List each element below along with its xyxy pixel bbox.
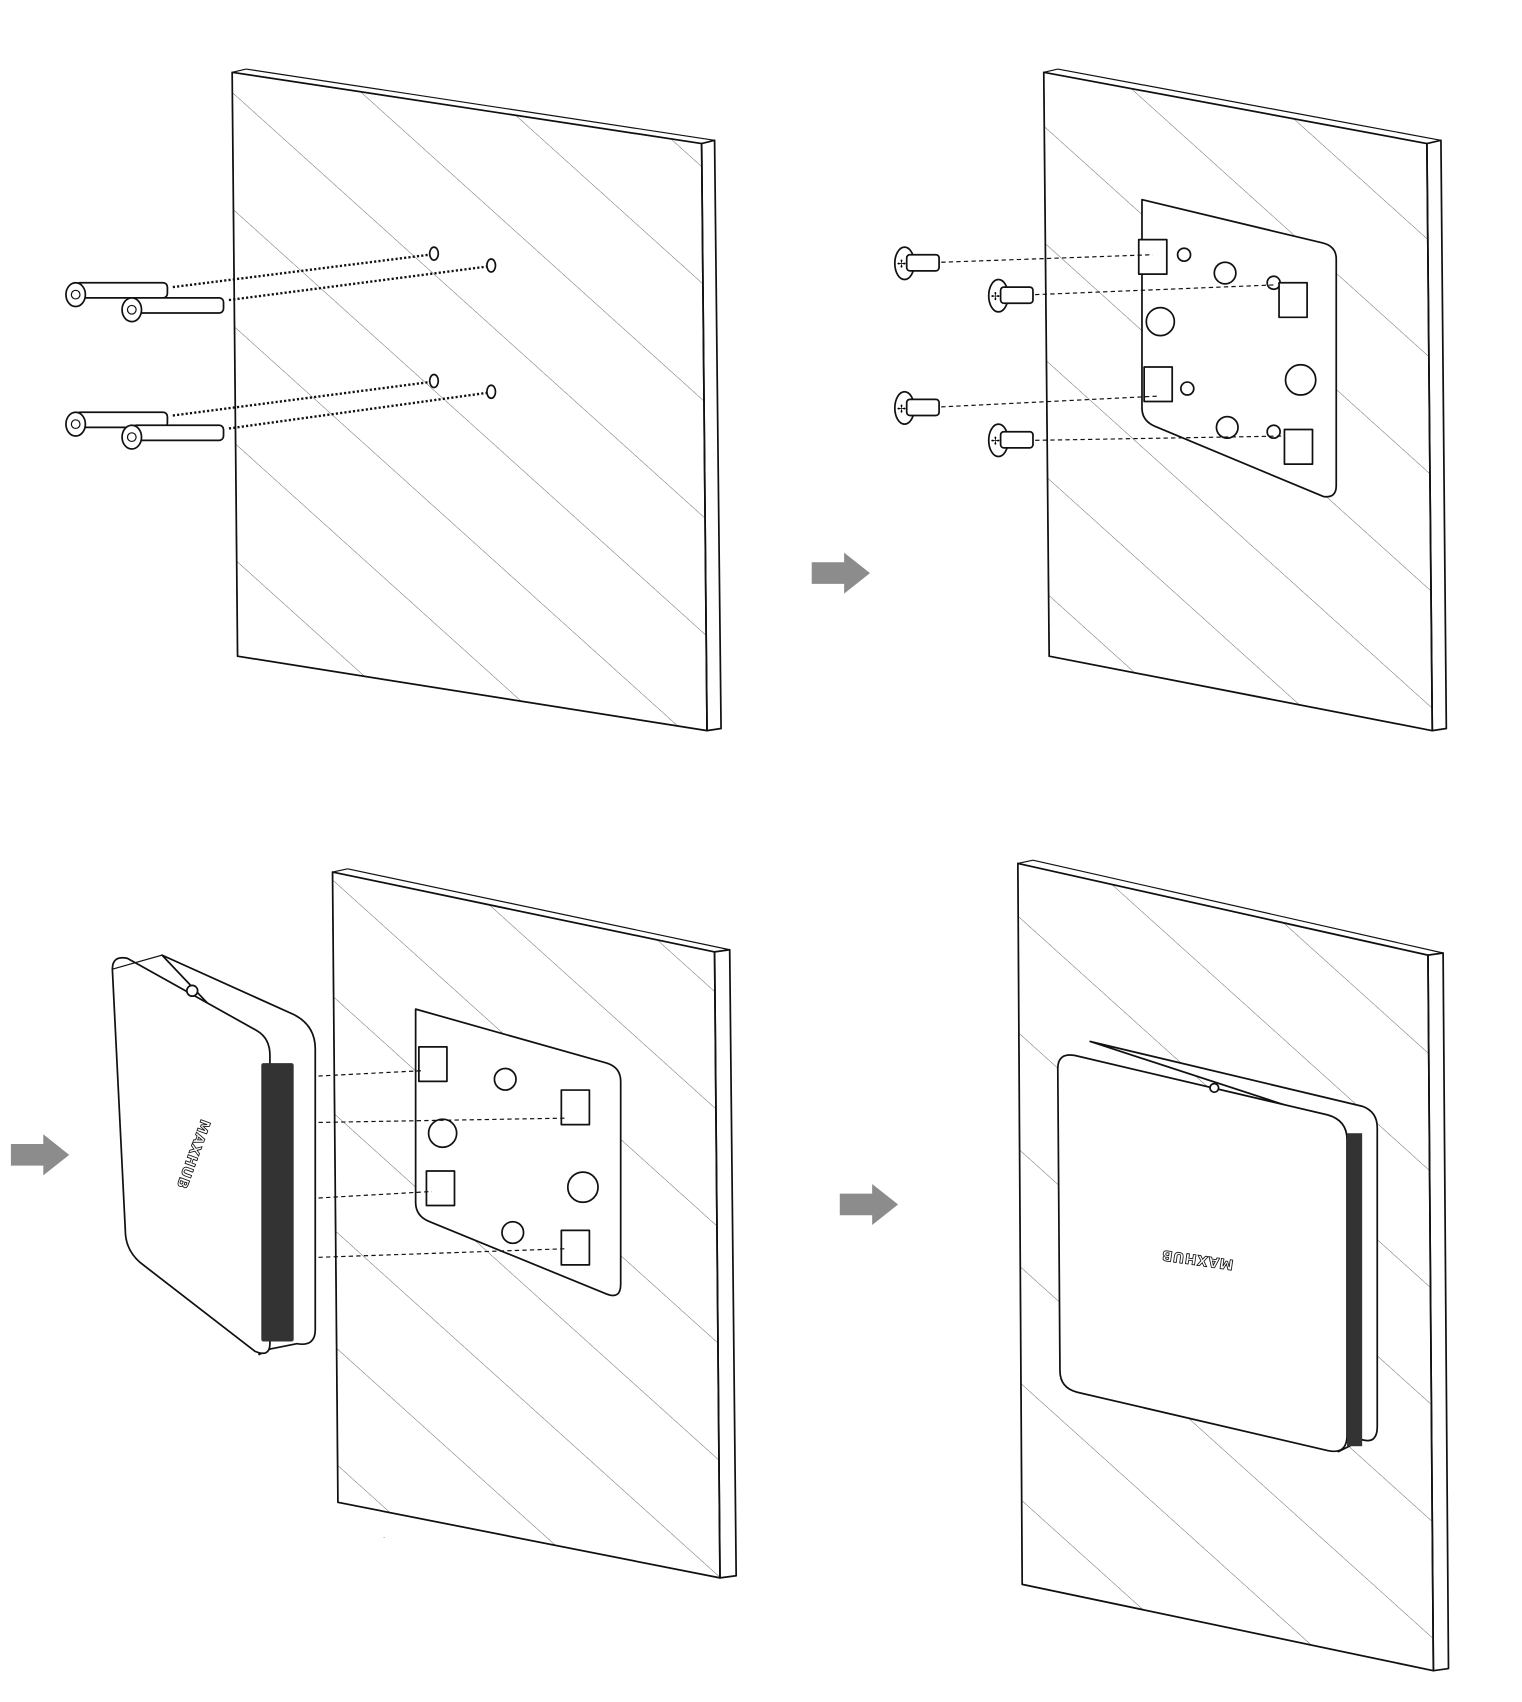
step-1-drill-anchors [65, 68, 722, 732]
next-step-arrow [839, 1183, 899, 1225]
next-step-arrow [811, 552, 871, 594]
anchor-screw [65, 411, 169, 437]
step-3-attach-device: MAXHUB . [111, 868, 738, 1579]
svg-text:✢: ✢ [991, 290, 1000, 303]
speaker-grille [1347, 1133, 1363, 1447]
mounting-plate [414, 1008, 622, 1297]
device: MAXHUB [111, 954, 317, 1356]
svg-text:✢: ✢ [897, 402, 906, 415]
plate-screws: ✢ ✢ ✢ ✢ [893, 246, 1034, 458]
wall-holes [428, 246, 497, 400]
anchor-screw [65, 281, 169, 308]
stray-mark: . [383, 1533, 385, 1540]
svg-text:✢: ✢ [991, 435, 1000, 448]
next-step-arrow [10, 1134, 70, 1176]
speaker-grille [261, 1063, 294, 1342]
step-2-mount-plate: ✢ ✢ ✢ ✢ [893, 68, 1448, 732]
mounting-plate [1137, 198, 1338, 498]
anchor-screw [121, 297, 225, 323]
anchor-screw [121, 424, 225, 450]
wall [231, 68, 722, 732]
plate-hooks [1137, 238, 1314, 465]
anchor-screws [65, 281, 225, 450]
device: MAXHUB [1056, 1040, 1379, 1453]
step-4-mounted-device: MAXHUB [1017, 859, 1450, 1672]
svg-text:✢: ✢ [897, 258, 906, 271]
